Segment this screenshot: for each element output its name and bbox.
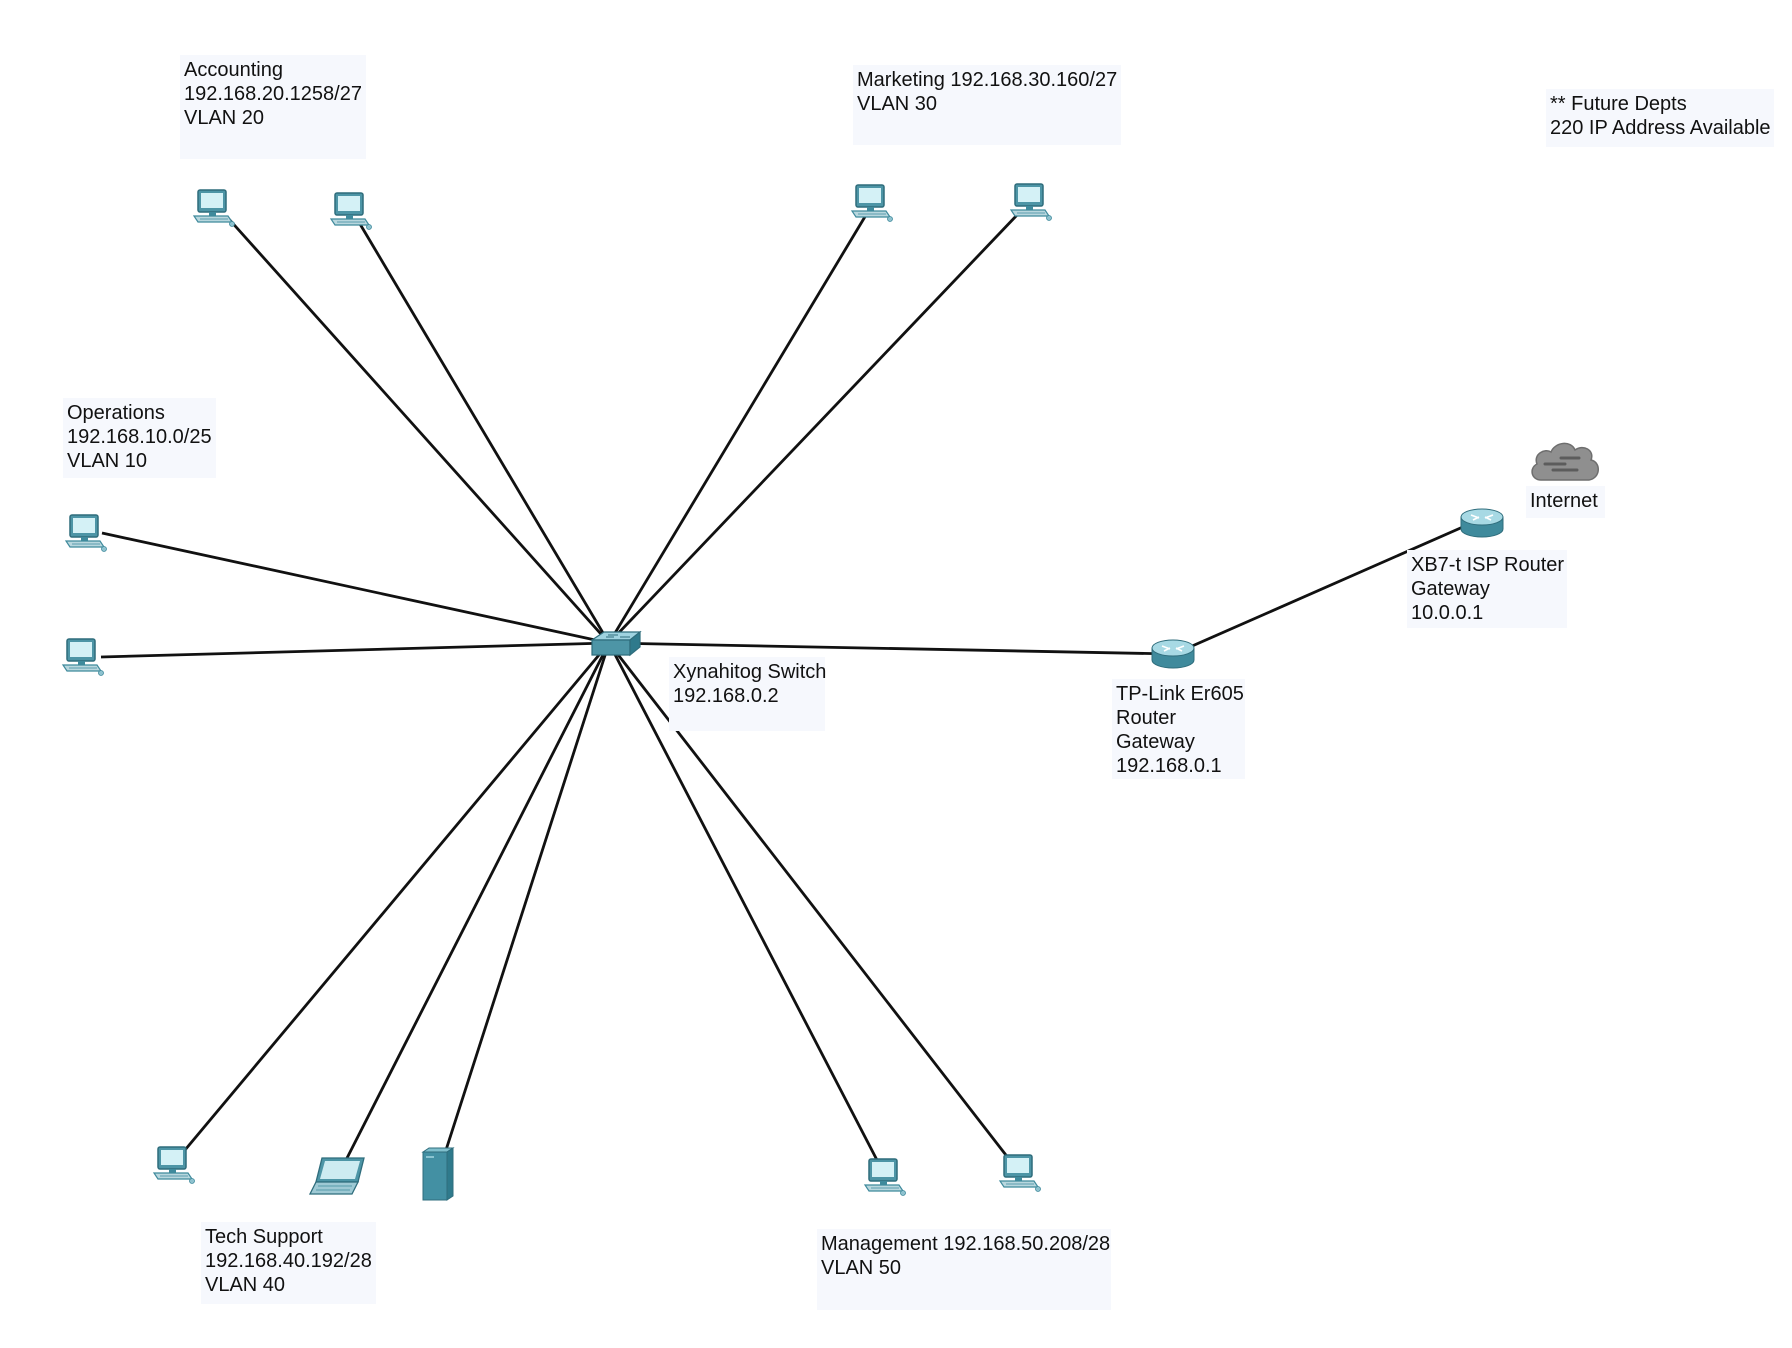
note-xynahitog-switch[interactable]: Xynahitog Switch 192.168.0.2 [669,657,827,731]
server-tech-support[interactable] [421,1146,455,1202]
note-line: 192.168.10.0/25 [67,426,212,448]
pc-icon [329,191,373,233]
link-xynahitog-switch-to-pc-management-1[interactable] [607,642,880,1163]
note-tech-support[interactable]: Tech Support 192.168.40.192/28 VLAN 40 [201,1222,376,1304]
pc-icon [152,1145,196,1187]
note-line: Tech Support [205,1226,323,1248]
isp-router[interactable] [1459,507,1505,541]
tplink-router[interactable] [1150,638,1196,672]
pc-accounting-2[interactable] [329,191,373,233]
note-future-depts[interactable]: ** Future Depts 220 IP Address Available [1546,89,1774,147]
note-line: Xynahitog Switch [673,661,827,683]
pc-icon [863,1157,907,1199]
xynahitog-switch[interactable] [590,629,642,659]
link-xynahitog-switch-to-server-tech-support[interactable] [444,642,611,1151]
note-line: TP-Link Er605 [1116,683,1244,705]
note-accounting[interactable]: Accounting 192.168.20.1258/27 VLAN 20 [180,55,366,159]
note-line: Accounting [184,59,283,81]
note-line: 192.168.20.1258/27 [184,83,362,105]
pc-management-2[interactable] [998,1153,1042,1195]
note-line: Management 192.168.50.208/28 [821,1233,1111,1255]
pc-marketing-1[interactable] [850,183,894,225]
pc-icon [850,183,894,225]
note-line: 192.168.40.192/28 [205,1250,372,1272]
pc-icon [61,637,105,679]
note-line: Router [1116,707,1177,729]
link-xynahitog-switch-to-pc-tech-support[interactable] [183,642,611,1151]
laptop-tech-support[interactable] [308,1156,366,1198]
link-tplink-router-to-isp-router[interactable] [1173,517,1482,656]
note-management[interactable]: Management 192.168.50.208/28 VLAN 50 [817,1229,1111,1310]
pc-icon [64,513,108,555]
link-xynahitog-switch-to-pc-operations-1[interactable] [101,531,610,645]
link-xynahitog-switch-to-pc-accounting-2[interactable] [358,223,611,644]
laptop-icon [308,1156,366,1198]
note-operations[interactable]: Operations 192.168.10.0/25 VLAN 10 [63,398,216,478]
pc-icon [1009,182,1053,224]
server-icon [421,1146,455,1202]
link-xynahitog-switch-to-laptop-tech-support[interactable] [343,642,611,1163]
note-tplink-router[interactable]: TP-Link Er605 Router Gateway 192.168.0.1 [1112,679,1245,779]
pc-icon [998,1153,1042,1195]
cloud-icon [1527,438,1603,486]
note-marketing[interactable]: Marketing 192.168.30.160/27 VLAN 30 [853,65,1121,145]
pc-operations-1[interactable] [64,513,108,555]
pc-tech-support[interactable] [152,1145,196,1187]
note-line: 220 IP Address Available [1550,117,1771,139]
router-icon [1459,507,1505,541]
note-line: VLAN 20 [184,107,265,129]
note-line: VLAN 50 [821,1257,902,1279]
note-internet[interactable]: Internet [1526,486,1605,518]
note-line: Operations [67,402,165,424]
pc-accounting-1[interactable] [192,188,236,230]
link-xynahitog-switch-to-pc-marketing-1[interactable] [607,214,868,644]
note-line: XB7-t ISP Router [1411,554,1565,576]
note-line: VLAN 10 [67,450,148,472]
note-line: Internet [1530,490,1598,512]
pc-marketing-2[interactable] [1009,182,1053,224]
note-line: 10.0.0.1 [1411,602,1484,624]
note-isp-router[interactable]: XB7-t ISP Router Gateway 10.0.0.1 [1407,550,1567,628]
switch-icon [590,629,642,659]
note-line: ** Future Depts [1550,93,1687,115]
link-xynahitog-switch-to-pc-marketing-2[interactable] [607,213,1020,644]
note-line: Gateway [1411,578,1490,600]
note-line: 192.168.0.1 [1116,755,1222,777]
internet-cloud[interactable] [1527,438,1603,486]
pc-icon [192,188,236,230]
link-xynahitog-switch-to-pc-accounting-1[interactable] [226,217,611,644]
router-icon [1150,638,1196,672]
pc-management-1[interactable] [863,1157,907,1199]
pc-operations-2[interactable] [61,637,105,679]
note-line: Marketing 192.168.30.160/27 [857,69,1118,91]
note-line: VLAN 30 [857,93,938,115]
note-line: VLAN 40 [205,1274,286,1296]
link-xynahitog-switch-to-tplink-router[interactable] [608,641,1175,656]
note-line: Gateway [1116,731,1195,753]
note-line: 192.168.0.2 [673,685,779,707]
link-xynahitog-switch-to-pc-operations-2[interactable] [100,641,610,659]
